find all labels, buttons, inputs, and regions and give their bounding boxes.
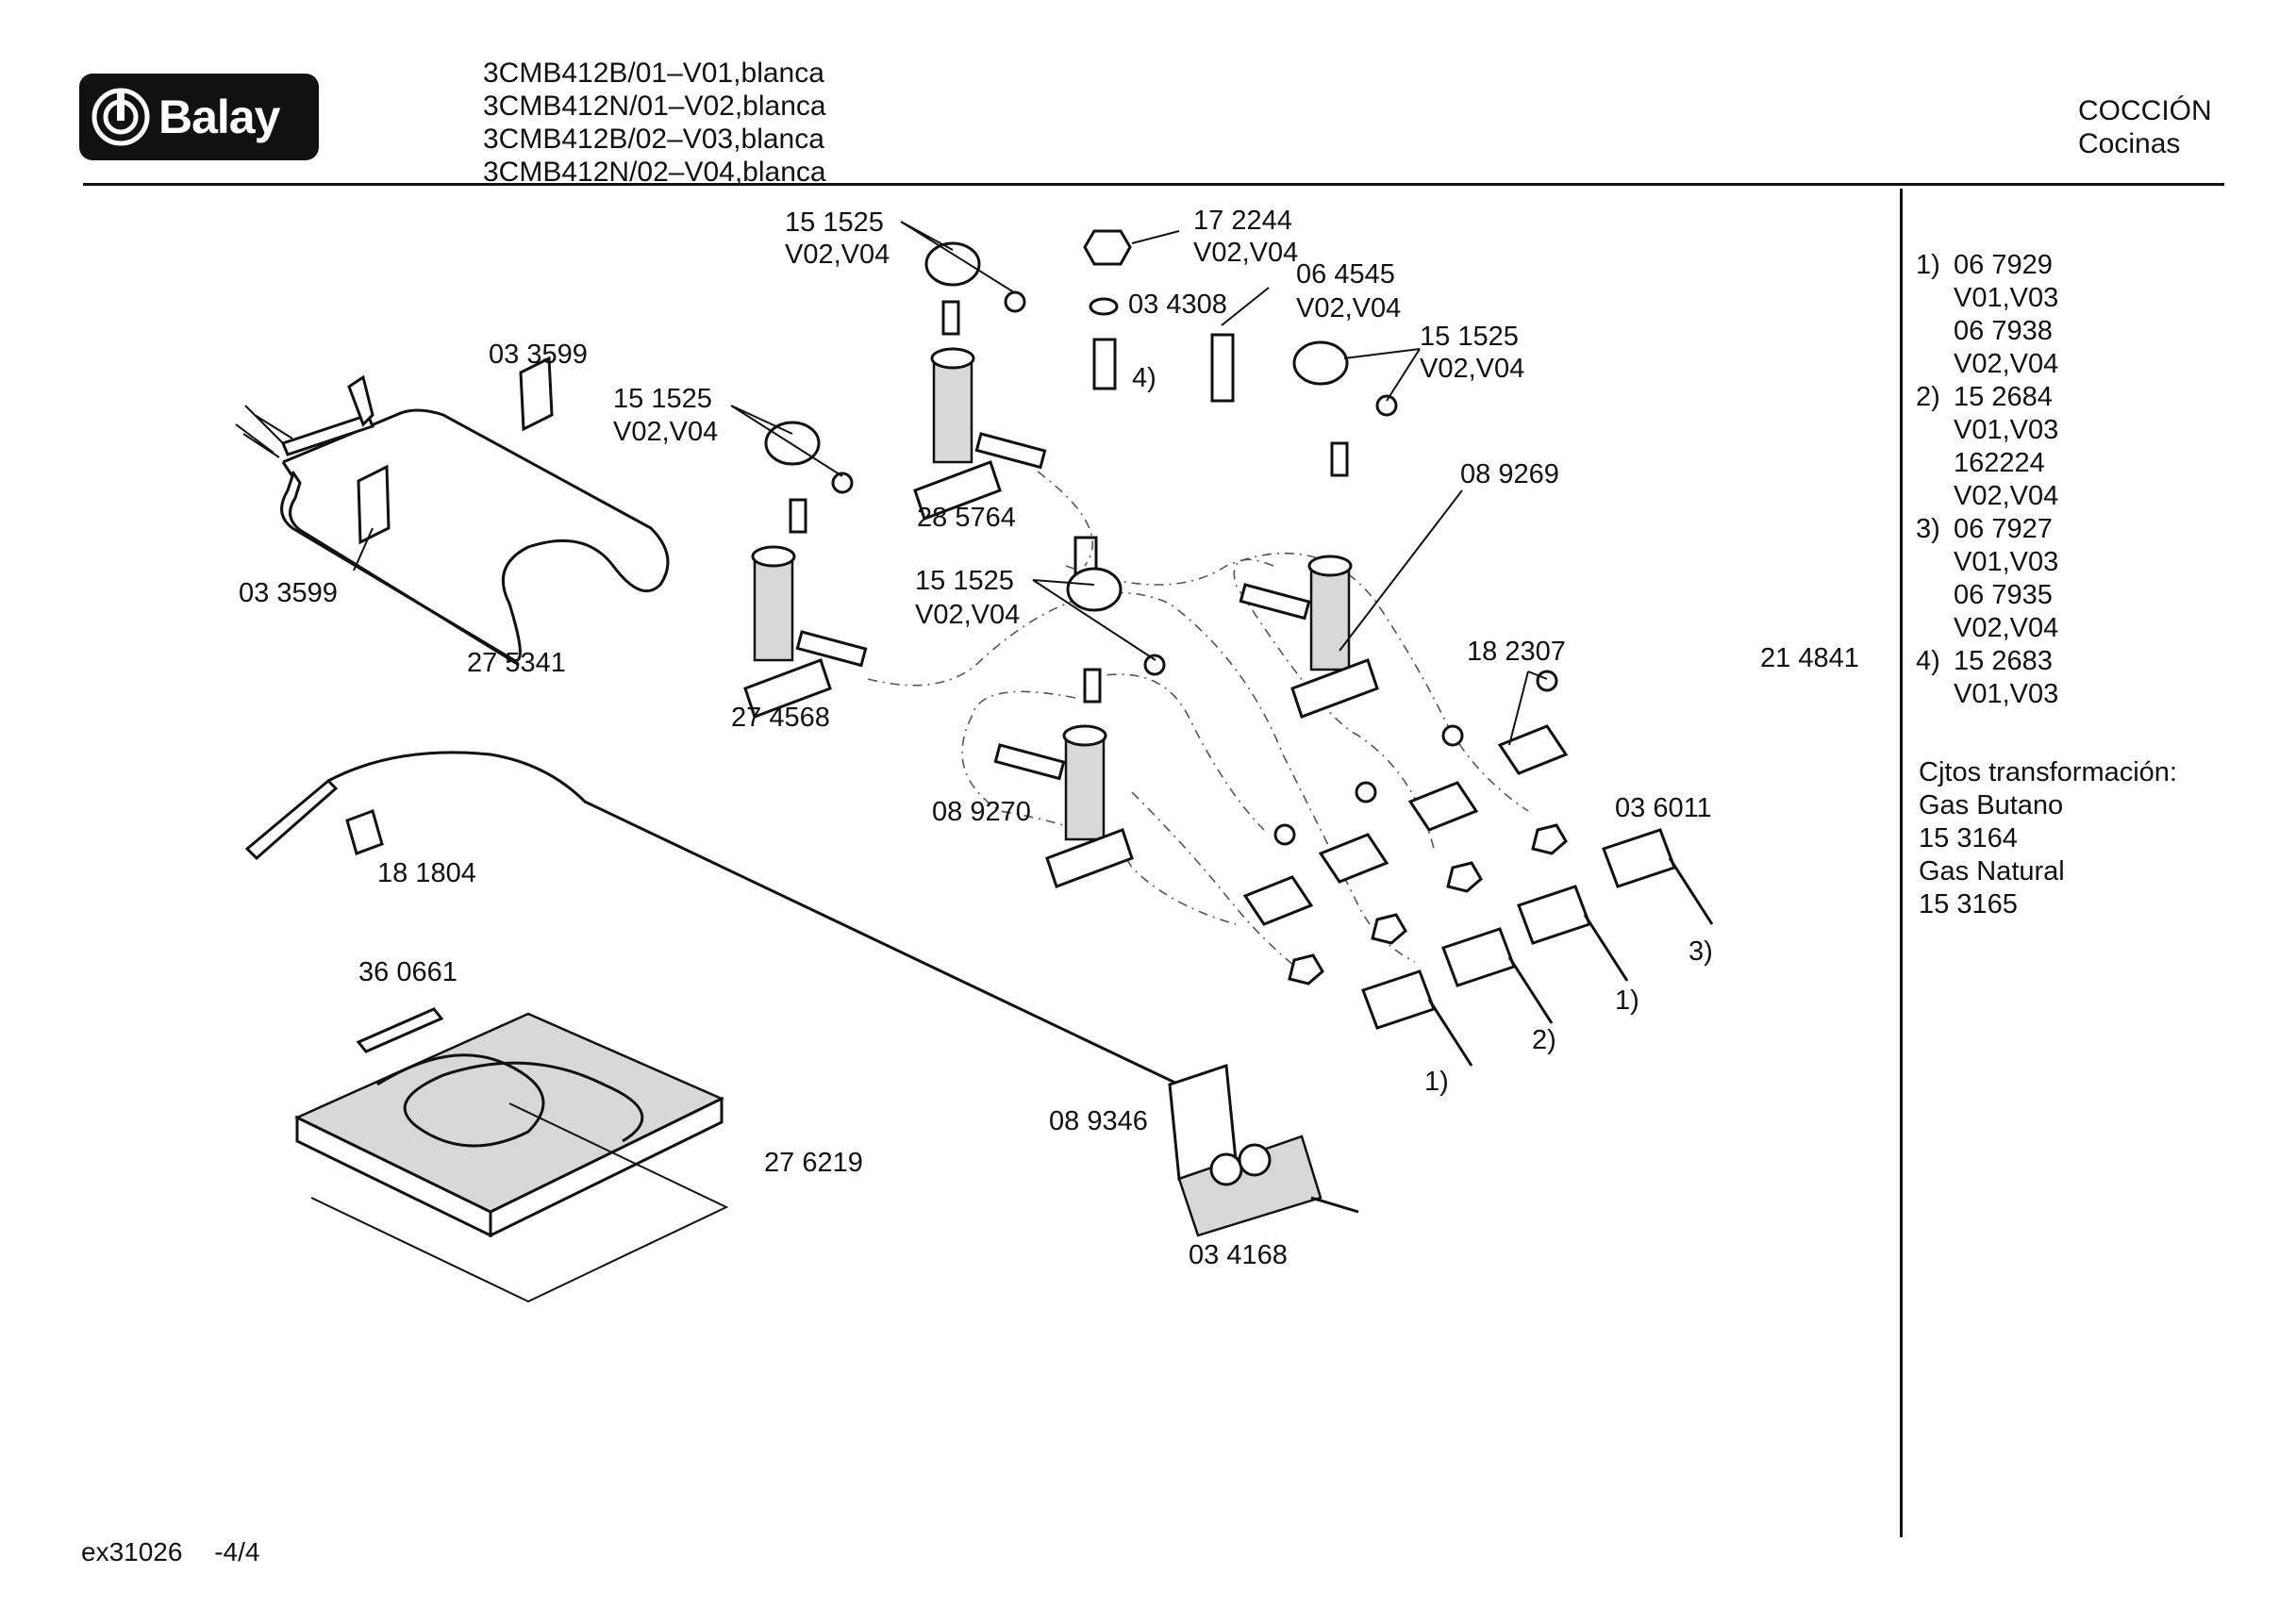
part-label: 28 5764 xyxy=(917,503,1016,533)
part-label: 08 9346 xyxy=(1049,1106,1148,1136)
note-item: 1) 06 7929 V01,V03 06 7938 V02,V04 xyxy=(1916,249,2058,381)
gas-valve-set xyxy=(1288,823,1714,1067)
part-label: 03 3599 xyxy=(489,340,588,370)
category-subtitle: Cocinas xyxy=(2078,128,2181,159)
note-line: 162224 xyxy=(1954,448,2045,478)
selector-switch xyxy=(1168,1063,1359,1237)
part-label: V02,V04 xyxy=(785,240,890,270)
injector-nozzle xyxy=(789,229,1349,704)
grill-heating-element xyxy=(235,374,670,667)
note-item: 3) 06 7927 V01,V03 06 7935 V02,V04 xyxy=(1916,513,2058,645)
part-label: V02,V04 xyxy=(1420,354,1524,384)
note-ref: 2) xyxy=(1532,1025,1556,1055)
part-label: 17 2244 xyxy=(1193,206,1292,236)
transformation-title: Cjtos transformación: xyxy=(1919,757,2177,787)
note-line: V01,V03 xyxy=(1954,415,2059,445)
note-ref: 3) xyxy=(1689,936,1713,967)
transformation-kits: Cjtos transformación: Gas Butano 15 3164… xyxy=(1919,756,2177,921)
dashed-gas-lines xyxy=(867,471,1529,972)
document-id: ex31026 xyxy=(81,1537,183,1566)
note-line: 15 2684 xyxy=(1954,382,2053,412)
clip-bracket-icon xyxy=(357,356,554,545)
part-label: 15 1525 xyxy=(785,207,884,238)
part-label: 03 4308 xyxy=(1128,290,1227,320)
part-label: 03 4168 xyxy=(1189,1240,1288,1270)
leader-lines xyxy=(353,221,1548,746)
pipe-bracket xyxy=(1242,724,1569,926)
note-line: 06 7938 xyxy=(1954,316,2053,346)
column-divider xyxy=(1900,189,1903,1537)
part-label: 15 1525 xyxy=(1420,322,1519,352)
note-line: 15 2683 xyxy=(1954,646,2053,676)
page-number: -4/4 xyxy=(214,1537,260,1566)
note-item: 4) 15 2683 V01,V03 xyxy=(1916,645,2058,711)
screw-set xyxy=(831,290,1558,846)
burner-tap-089270 xyxy=(993,724,1134,888)
oven-bottom-element xyxy=(294,1007,729,1303)
part-label: 21 4841 xyxy=(1760,643,1859,673)
note-line: V02,V04 xyxy=(1954,481,2059,511)
gas-manifold-tube xyxy=(1073,431,1725,933)
brand-name: Balay xyxy=(158,91,280,143)
part-label: V02,V04 xyxy=(915,600,1020,630)
balay-flame-icon xyxy=(92,88,150,146)
burner-tap-274568 xyxy=(743,545,868,719)
model-list: 3CMB412B/01–V01,blanca 3CMB412N/01–V02,b… xyxy=(483,57,826,189)
kit-code: 15 3165 xyxy=(1919,889,2018,919)
category-block: COCCIÓN Cocinas xyxy=(2078,94,2212,160)
burner-tap-089269 xyxy=(1239,555,1379,719)
note-ref: 1) xyxy=(1615,986,1639,1016)
note-number: 2) xyxy=(1916,382,1940,412)
part-label: 15 1525 xyxy=(915,566,1014,596)
page-footer: ex31026 -4/4 xyxy=(81,1537,284,1567)
note-ref: 1) xyxy=(1424,1067,1449,1097)
header-divider xyxy=(83,183,2224,186)
part-label: V02,V04 xyxy=(1296,293,1401,323)
part-label: 27 4568 xyxy=(731,703,830,733)
note-line: V02,V04 xyxy=(1954,613,2059,643)
part-label: 08 9270 xyxy=(932,797,1031,827)
gas-type: Gas Natural xyxy=(1919,856,2065,886)
model-line: 3CMB412N/01–V02,blanca xyxy=(483,91,826,122)
note-line: V01,V03 xyxy=(1954,547,2059,577)
burner-tap-285764 xyxy=(913,347,1047,521)
gas-type: Gas Butano xyxy=(1919,790,2064,820)
category-title: COCCIÓN xyxy=(2078,95,2212,126)
part-label: 06 4545 xyxy=(1296,259,1395,290)
part-label: 27 6219 xyxy=(764,1148,863,1178)
part-label: 27 5341 xyxy=(467,648,566,678)
part-label: 15 1525 xyxy=(613,384,712,414)
note-line: V02,V04 xyxy=(1954,349,2059,379)
part-label: 03 6011 xyxy=(1615,793,1712,823)
note-line: 06 7929 xyxy=(1954,250,2053,280)
clamp-151525 xyxy=(764,241,1349,612)
note-number: 1) xyxy=(1916,250,1940,280)
part-label: V02,V04 xyxy=(1193,238,1298,268)
part-label: 18 2307 xyxy=(1467,637,1566,667)
note-number: 3) xyxy=(1916,514,1940,544)
model-line: 3CMB412B/02–V03,blanca xyxy=(483,124,824,155)
note-item: 2) 15 2684 V01,V03 162224 V02,V04 xyxy=(1916,381,2058,513)
note-ref: 4) xyxy=(1132,363,1156,393)
note-line: 06 7935 xyxy=(1954,580,2053,610)
part-label: 03 3599 xyxy=(239,578,338,608)
note-number: 4) xyxy=(1916,646,1940,676)
note-line: V01,V03 xyxy=(1954,679,2059,709)
part-label: 36 0661 xyxy=(358,957,458,987)
note-line: V01,V03 xyxy=(1954,283,2059,313)
part-label: 08 9269 xyxy=(1460,459,1559,489)
model-line: 3CMB412N/02–V04,blanca xyxy=(483,157,826,188)
kit-code: 15 3164 xyxy=(1919,823,2018,853)
balay-logo: Balay xyxy=(79,74,319,160)
variant-notes: 1) 06 7929 V01,V03 06 7938 V02,V04 2) 15… xyxy=(1916,249,2058,711)
part-label: V02,V04 xyxy=(613,417,718,447)
note-line: 06 7927 xyxy=(1954,514,2053,544)
model-line: 3CMB412B/01–V01,blanca xyxy=(483,58,824,89)
part-label: 18 1804 xyxy=(377,858,476,888)
